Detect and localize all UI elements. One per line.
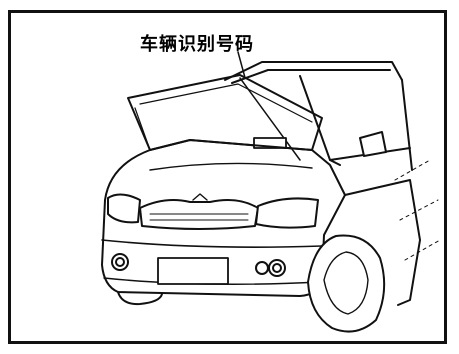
hood-panel [127,74,323,151]
front-wheel [307,234,386,333]
left-wheel [117,291,163,306]
side-mirror [359,131,387,157]
background-grass [394,159,441,261]
hood-prop-rod [239,77,301,161]
vin-plate [253,137,287,149]
vin-callout-label: 车辆识别号码 [140,34,254,55]
